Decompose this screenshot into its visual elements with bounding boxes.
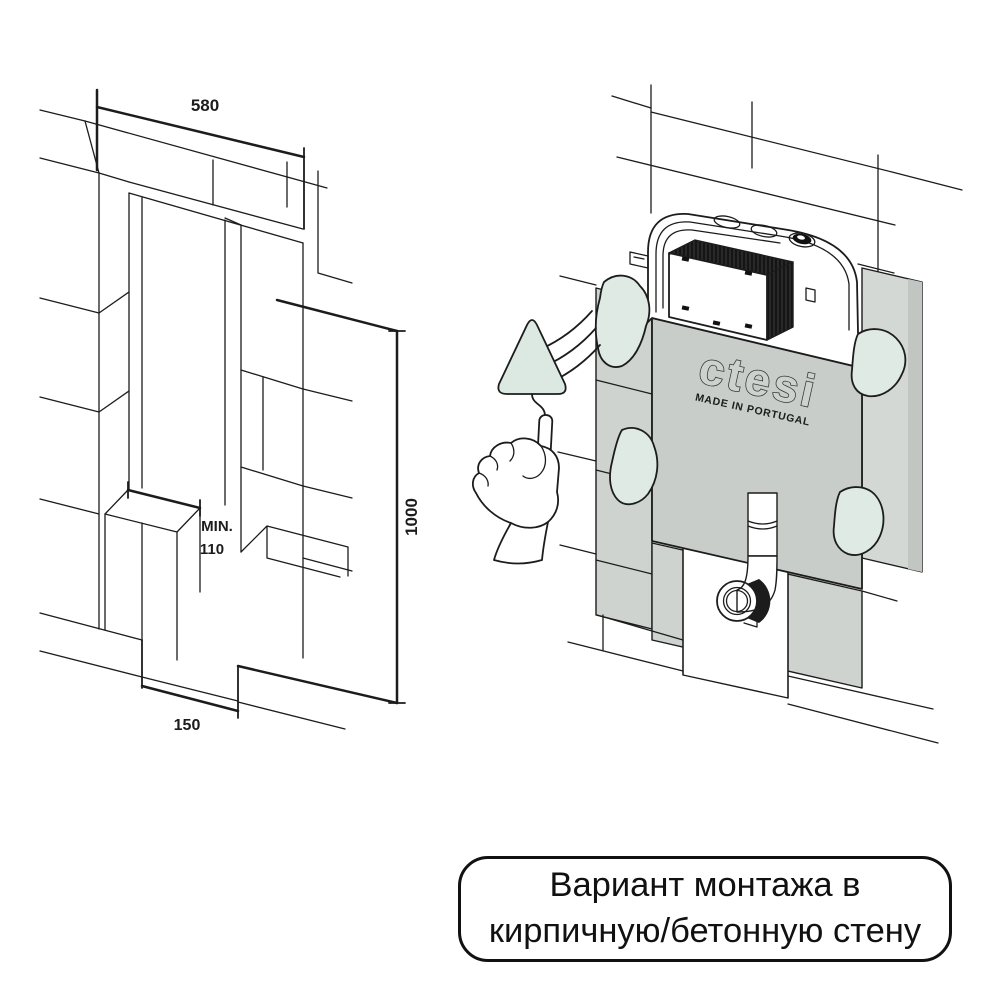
floor-edge: [787, 590, 939, 744]
caption-line-2: кирпичную/бетонную стену: [488, 912, 922, 950]
tank-hole: [713, 215, 741, 229]
hand-icon: [472, 437, 560, 565]
wall-line: [317, 170, 353, 284]
dim-line-580: [95, 105, 306, 159]
wall-top-front-edge: [128, 181, 304, 230]
thumb-line: [522, 445, 547, 480]
wall-line: [857, 263, 895, 274]
floor-edge: [39, 650, 143, 678]
dim-width-label: 580: [191, 96, 219, 115]
wall-line: [650, 111, 963, 191]
brick-course: [39, 498, 100, 515]
tank-hole: [750, 224, 778, 238]
brick-course: [39, 390, 130, 413]
cistern-installation-drawing: ctesi MADE IN PORTUGAL: [472, 84, 963, 744]
niche-top-edge: [128, 192, 304, 244]
channel-floor: [141, 676, 239, 702]
wall-step-block: [240, 525, 349, 578]
trowel-icon: [497, 319, 567, 458]
inlet-valve-knob: [788, 232, 816, 248]
wall-line: [98, 172, 130, 183]
tank-inner-line: [662, 229, 781, 309]
caption-box: Вариант монтажа в кирпичную/бетонную сте…: [458, 856, 952, 962]
mortar-blobs: [594, 274, 907, 556]
dim-height-label: 1000: [402, 498, 421, 536]
backing-panel-edge: [908, 279, 922, 572]
wrist-lines: [493, 521, 549, 565]
wall-line: [39, 157, 100, 174]
wall-line: [611, 95, 652, 109]
mortar-blob-top-right: [850, 328, 907, 398]
tank-bracket: [629, 251, 649, 269]
trench-wall: [682, 529, 789, 699]
access-box-side: [766, 261, 794, 341]
floor-edge: [567, 614, 684, 672]
cover-screw-marks: [681, 256, 753, 329]
trowel-neck: [531, 393, 546, 417]
tank-clip: [805, 287, 816, 303]
niche-reveal-line: [224, 217, 242, 226]
finger-lines: [478, 442, 515, 487]
mortar-blob-bottom-left: [609, 427, 659, 506]
fist-outline: [472, 437, 560, 529]
tank-inner-line: [655, 221, 850, 331]
dim-line-150: [140, 684, 240, 713]
mortar-blob-top-left: [594, 274, 651, 368]
dim-line-110: [126, 488, 202, 510]
brick-course: [240, 369, 304, 487]
access-box-cover: [668, 252, 768, 341]
niche-top-edge: [616, 156, 896, 226]
dim-extension: [275, 298, 399, 333]
wall-line: [39, 109, 86, 122]
dim-depth-value-label: 110: [200, 541, 224, 558]
pipe-coupling: [747, 520, 778, 530]
trowel-blade: [497, 319, 567, 395]
floor-edge: [39, 612, 143, 641]
dim-depth-min-label: MIN.: [201, 518, 233, 535]
pipe-socket: [716, 579, 771, 628]
access-box: [668, 239, 794, 341]
floor-edge: [237, 701, 346, 730]
dim-ticks: [388, 330, 406, 704]
brick-course: [39, 291, 130, 314]
drain-pipe: [716, 492, 778, 628]
wall-opening-drawing: 580 MIN. 110 150: [39, 88, 421, 734]
brick-course: [557, 275, 597, 555]
floor-edge: [236, 664, 399, 705]
brick-course: [302, 388, 353, 572]
dim-channel-label: 150: [174, 717, 201, 734]
caption-line-1: Вариант монтажа в: [549, 866, 861, 905]
mortar-blob-bottom-right: [832, 486, 885, 556]
